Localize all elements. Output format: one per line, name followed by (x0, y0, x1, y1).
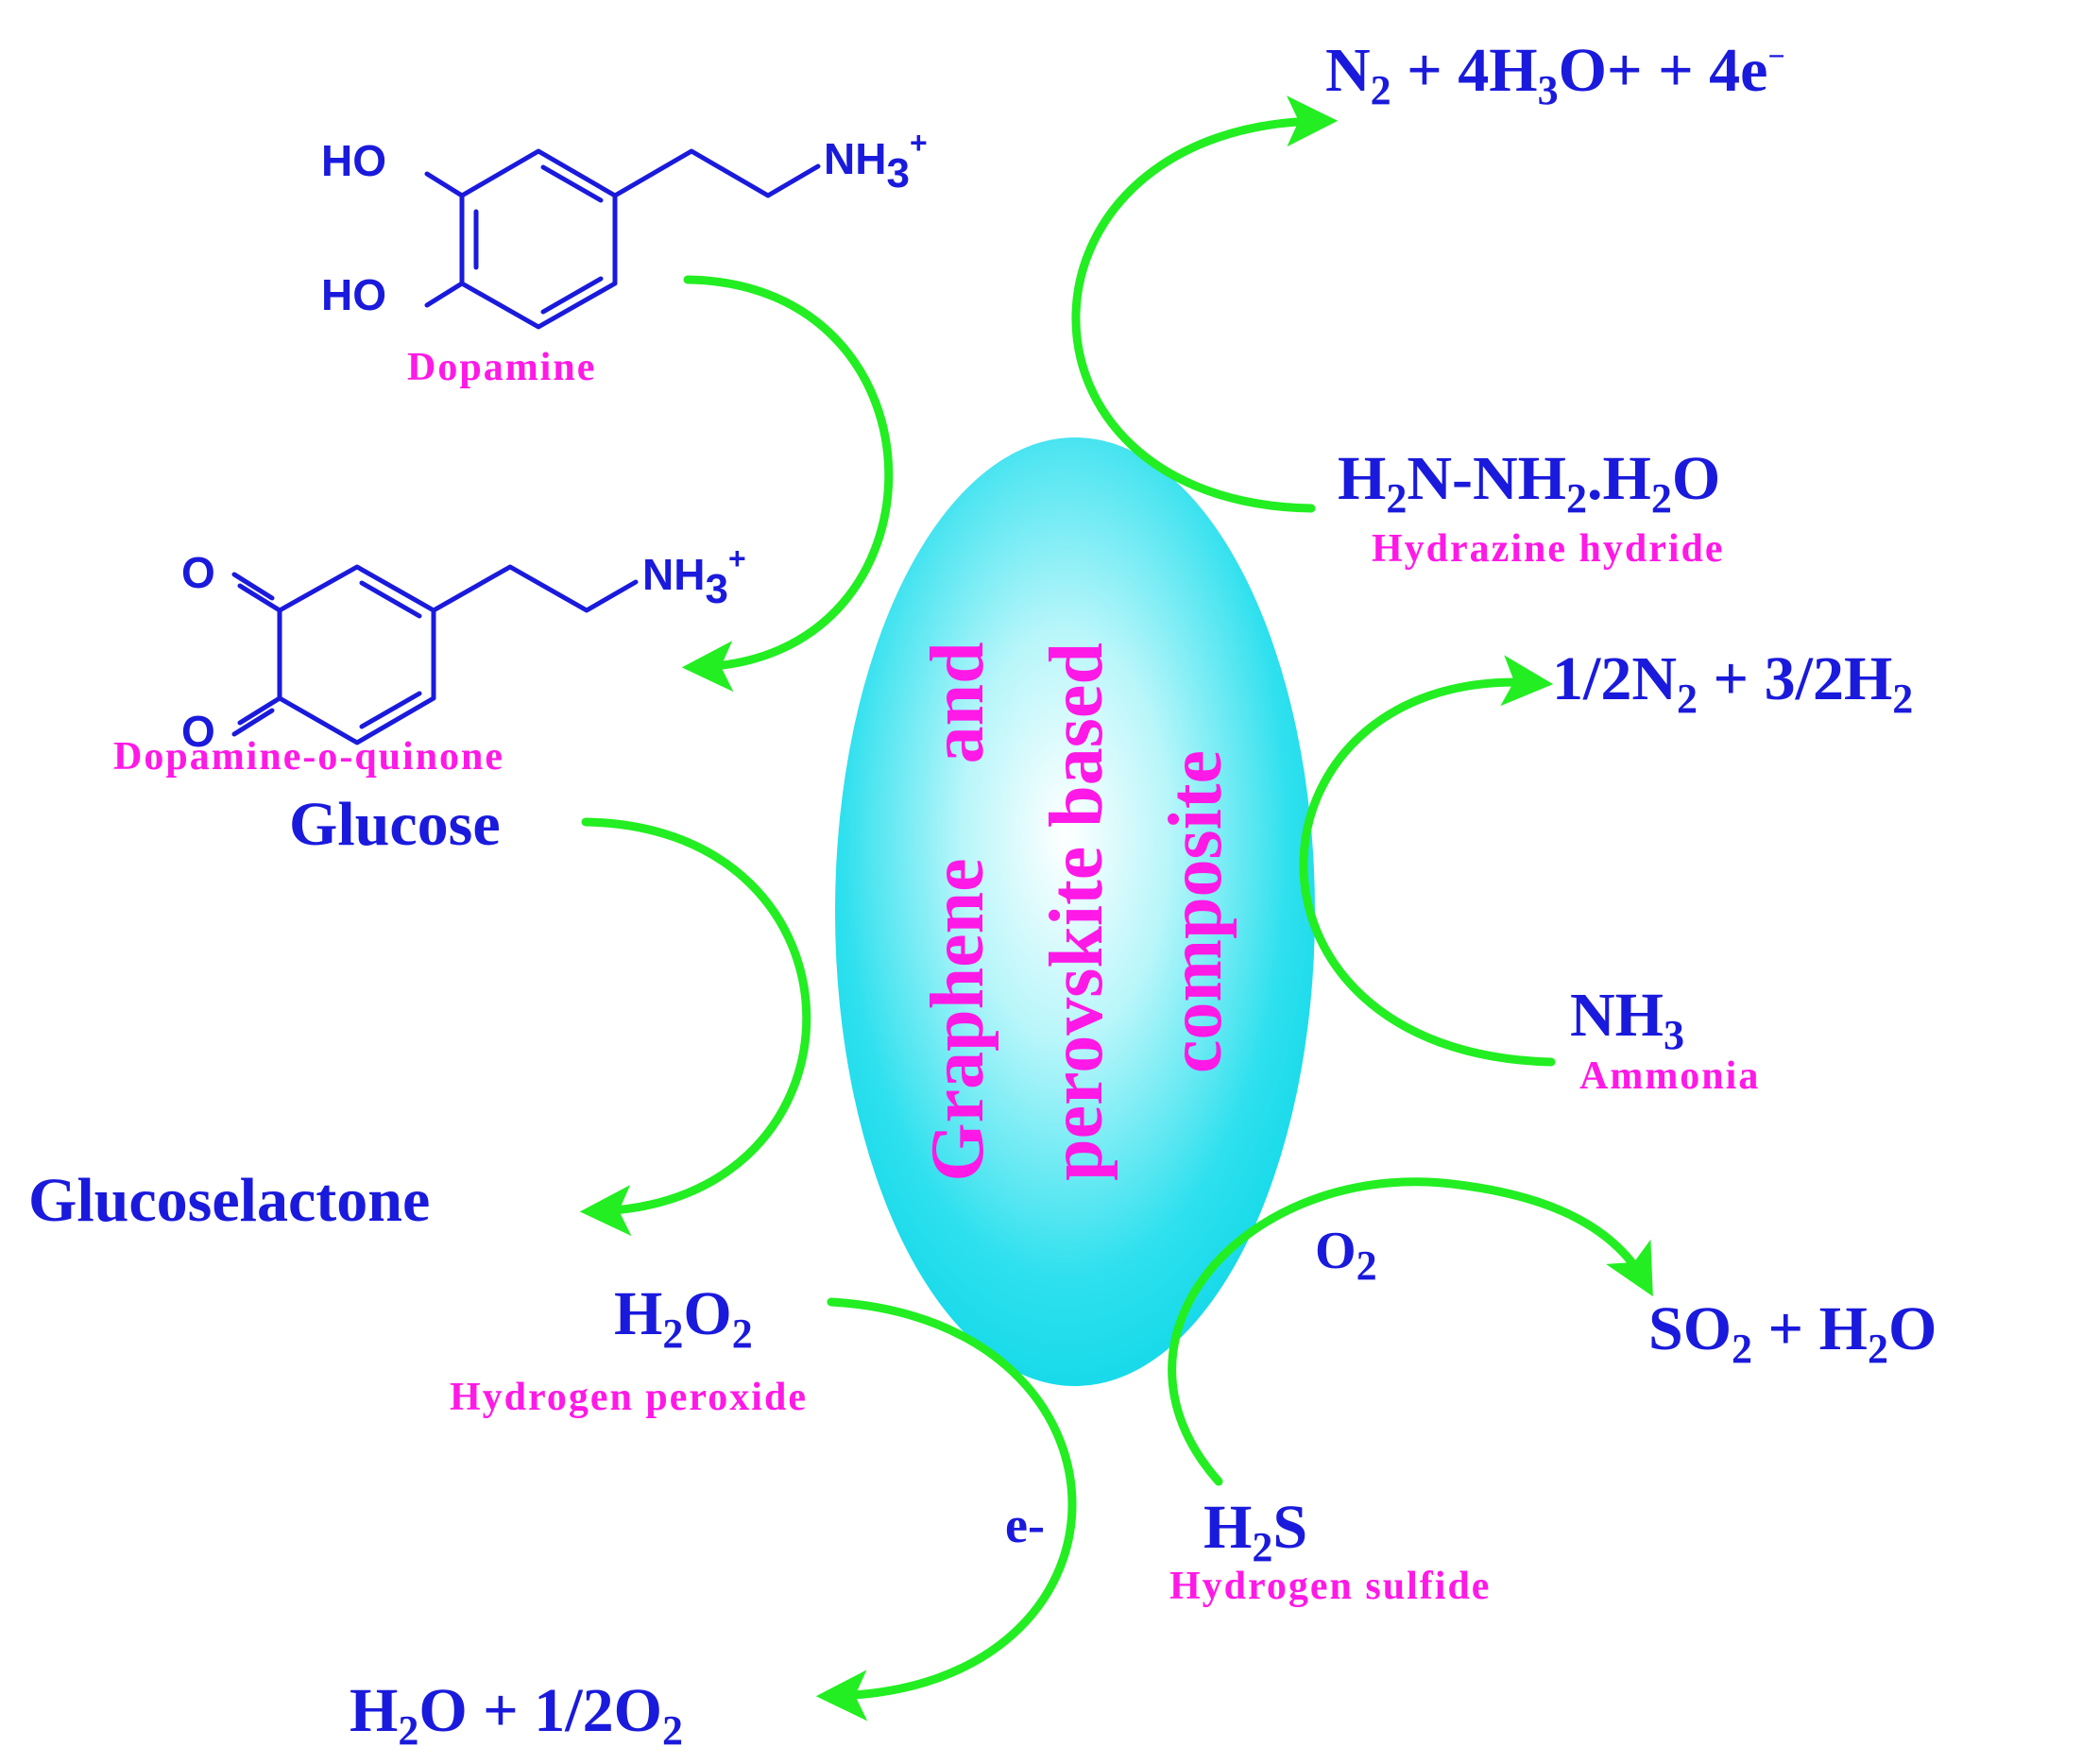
hydrazine-product: N2 + 4H3O+ + 4e− (1325, 36, 1785, 113)
sulfide-product: SO2 + H2O (1648, 1294, 1937, 1372)
arrow-ammonia-decomposition (1299, 655, 1556, 1067)
quinone-amine-group: NH3+ (642, 541, 746, 612)
dopamine-ho-top: HO (321, 136, 386, 185)
ammonia-formula: NH3 (1570, 981, 1684, 1058)
dopamine-side-chain (612, 148, 821, 198)
ammonia-product: 1/2N2 + 3/2H2 (1552, 644, 1913, 722)
glucoselactone-label: Glucoselactone (28, 1166, 430, 1235)
composite-core: Graphene and perovskite based composite (835, 437, 1315, 1386)
quinone-side-chain (431, 564, 639, 613)
quinone-o-top: O (181, 548, 215, 597)
sulfide-caption: Hydrogen sulfide (1169, 1565, 1491, 1608)
quinone-structure: O O NH3+ Dopamine-o-quinone (113, 541, 746, 779)
hydrazine-caption: Hydrazine hydride (1372, 527, 1725, 571)
peroxide-product: H2O + 1/2O2 (350, 1676, 683, 1754)
arrow-glucose-oxidation (579, 817, 811, 1237)
arrow-dopamine-oxidation (681, 275, 894, 693)
dopamine-ring (459, 148, 618, 330)
composite-ellipse (835, 437, 1315, 1386)
core-label-line-1: Graphene and (916, 642, 999, 1181)
peroxide-formula: H2O2 (614, 1279, 753, 1357)
dopamine-ring-double-bonds (473, 164, 604, 315)
dopamine-caption: Dopamine (407, 346, 596, 389)
quinone-ring-double-bonds (359, 580, 422, 729)
sulfide-formula: H2S (1203, 1493, 1307, 1570)
dopamine-structure: HO HO NH3+ Dopamine (321, 126, 928, 389)
core-label-line-2: perovskite based (1035, 642, 1118, 1181)
electron-label: e- (1005, 1497, 1045, 1553)
core-label-line-3: composite (1154, 750, 1237, 1073)
ammonia-caption: Ammonia (1579, 1054, 1760, 1098)
oxygen-reagent-label: O2 (1315, 1222, 1377, 1289)
arrow-peroxide-reduction (815, 1297, 1077, 1721)
dopamine-amine-group: NH3+ (824, 126, 928, 197)
dopamine-hydroxyl-bonds (424, 171, 465, 308)
arrow-sulfide-oxidation (1168, 1177, 1653, 1486)
arrow-hydrazine-oxidation (1071, 95, 1339, 513)
peroxide-caption: Hydrogen peroxide (450, 1376, 808, 1419)
dopamine-ho-bottom: HO (321, 270, 386, 319)
quinone-ring (277, 564, 436, 745)
glucose-label: Glucose (289, 790, 501, 859)
hydrazine-formula: H2N-NH2.H2O (1338, 444, 1720, 522)
quinone-o-bottom: O (181, 707, 215, 756)
quinone-caption: Dopamine-o-quinone (113, 735, 504, 779)
quinone-carbonyl-bonds (231, 572, 282, 737)
